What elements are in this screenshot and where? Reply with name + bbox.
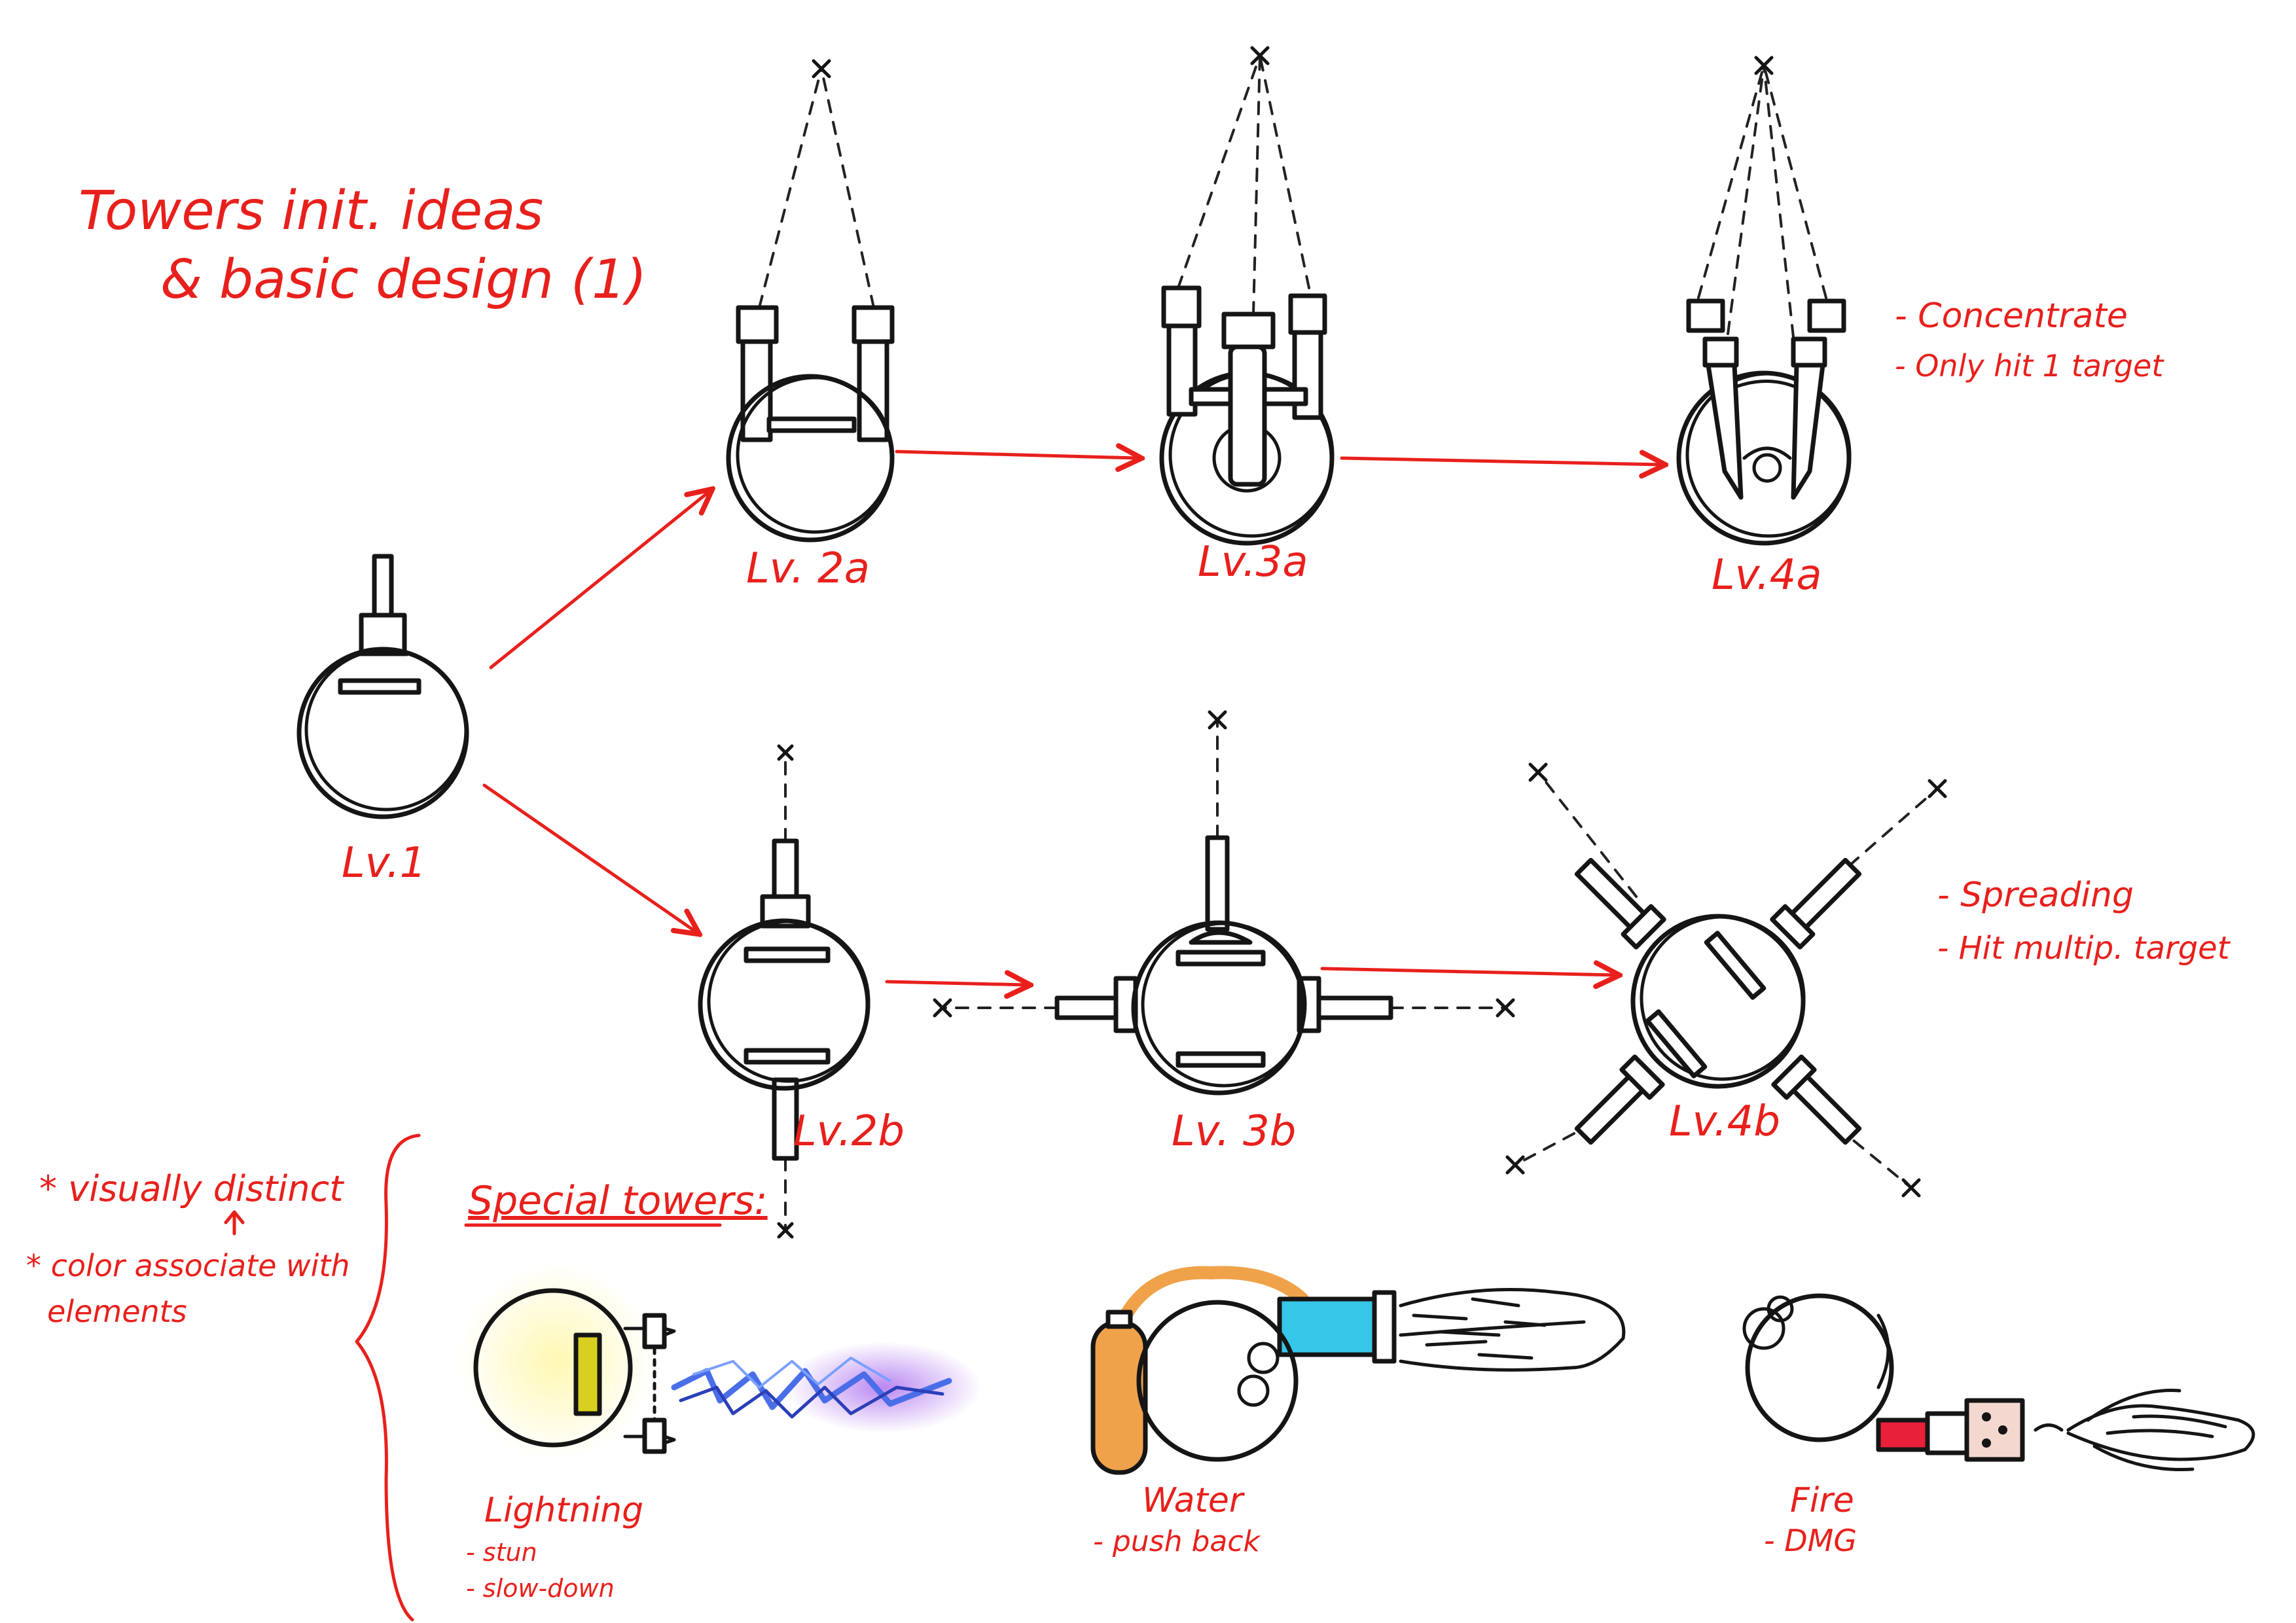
water-name: Water [1142,1481,1246,1520]
arrow-lv1-to-lv2b [484,785,697,933]
branch-b-note-2: - Hit multip. target [1937,930,2231,967]
label-lv2a: Lv. 2a [746,544,870,593]
title-block: Towers init. ideas & basic design (1) [79,180,647,311]
label-lv2b: Lv.2b [793,1107,905,1156]
fire-tower-labels: Fire - DMG [1764,1481,1857,1558]
arrow-lv2a-to-lv3a [897,452,1139,458]
fire-flame-effect [2036,1391,2253,1470]
arrow-lv3b-to-lv4b [1322,969,1617,975]
label-lv3a: Lv.3a [1198,538,1308,586]
arrow-lv3a-to-lv4a [1342,458,1662,465]
branch-a-notes: - Concentrate - Only hit 1 target [1895,296,2164,383]
label-lv1: Lv.1 [342,839,426,887]
curly-brace [357,1135,419,1620]
note-up-arrow [226,1212,243,1234]
design-notes: * visually distinct * color associate wi… [26,1135,419,1620]
arrow-lv2b-to-lv3b [887,982,1028,985]
lightning-tower [458,1263,982,1459]
tower-lv4a [1679,58,1850,543]
design-note-2: * color associate with [26,1248,350,1283]
branch-a-note-1: - Concentrate [1895,296,2128,336]
fire-effect-1: - DMG [1764,1523,1857,1558]
branch-a-note-2: - Only hit 1 target [1895,348,2164,383]
water-spray-effect [1401,1290,1624,1370]
design-note-3: elements [47,1294,187,1329]
branch-b-note-1: - Spreading [1937,876,2134,915]
water-effect-1: - push back [1093,1525,1261,1558]
fire-tower [1744,1296,2253,1470]
title-line-1: Towers init. ideas [79,180,543,242]
lightning-effect-2: - slow-down [466,1574,615,1603]
special-towers-heading: Special towers: [468,1178,768,1224]
fire-name: Fire [1790,1481,1854,1520]
tower-lv3b [935,712,1513,1093]
tower-lv2a [728,61,892,540]
label-lv4b: Lv.4b [1669,1097,1780,1146]
branch-b-notes: - Spreading - Hit multip. target [1937,876,2231,967]
lightning-effect-1: - stun [466,1538,537,1567]
arrow-lv1-to-lv2a [491,491,710,668]
water-tower-labels: Water - push back [1093,1481,1261,1558]
tower-lv3a [1162,48,1333,543]
tower-lv1 [299,556,467,817]
title-line-2: & basic design (1) [160,249,647,311]
design-note-1: * visually distinct [39,1168,344,1209]
tower-lv2b [700,746,869,1237]
label-lv3b: Lv. 3b [1172,1107,1296,1156]
label-lv4a: Lv.4a [1712,551,1822,599]
lightning-tower-labels: Lightning - stun - slow-down [466,1491,643,1603]
lightning-name: Lightning [484,1491,643,1530]
water-tower [1093,1273,1624,1473]
